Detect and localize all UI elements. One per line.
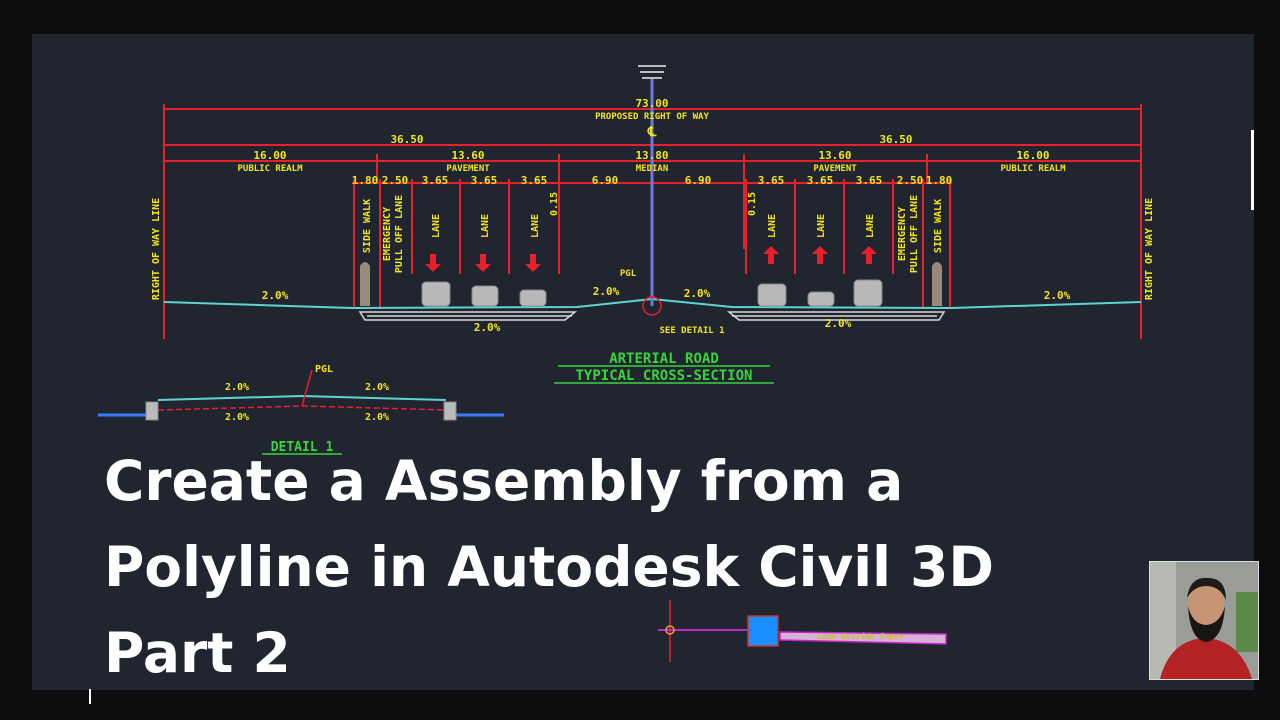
dim-sw-right: 1.80 (926, 174, 953, 187)
lane-label: LANE (767, 214, 778, 238)
dim-lane2-right: 3.65 (807, 174, 834, 187)
dim-ep-right: 2.50 (897, 174, 924, 187)
dim-median: 13.80 (635, 149, 668, 162)
dim-public-left: 16.00 (253, 149, 286, 162)
centerline-symbol: ℄ (647, 125, 657, 140)
dim-half-right: 36.50 (879, 133, 912, 146)
dim-total: 73.00 (635, 97, 668, 110)
title-line-1: Create a Assembly from a (104, 449, 904, 513)
detail-slope: 2.0% (225, 412, 249, 423)
detail-slope: 2.0% (365, 412, 389, 423)
detail-slope: 2.0% (225, 382, 249, 393)
dim-lane1-left: 3.65 (422, 174, 449, 187)
dim-curb-right: 0.15 (747, 192, 758, 216)
emergency-right: EMERGENCY (897, 207, 908, 261)
title-line-3: Part 2 (104, 621, 291, 685)
slope-label: 2.0% (474, 321, 501, 334)
lane-label: LANE (816, 214, 827, 238)
dim-lane2-left: 3.65 (471, 174, 498, 187)
proposed-row-label: PROPOSED RIGHT OF WAY (595, 112, 709, 122)
detail-title: DETAIL 1 (271, 440, 334, 455)
pull-off-left: PULL OFF LANE (394, 195, 405, 273)
pgl-label: PGL (620, 269, 637, 279)
dim-sw-left: 1.80 (352, 174, 379, 187)
side-walk-left: SIDE WALK (362, 199, 373, 253)
assembly-label: Lane Outside Super (817, 631, 904, 641)
webcam-presenter (1149, 561, 1259, 680)
section-title-2: TYPICAL CROSS-SECTION (575, 368, 752, 384)
lane-label: LANE (530, 214, 541, 238)
emergency-left: EMERGENCY (382, 207, 393, 261)
slope-label: 2.0% (262, 289, 289, 302)
text-cursor (89, 689, 91, 704)
dim-pavement-right: 13.60 (818, 149, 851, 162)
pull-off-right: PULL OFF LANE (909, 195, 920, 273)
slope-label: 2.0% (684, 287, 711, 300)
drawing-canvas[interactable]: 73.00 PROPOSED RIGHT OF WAY ℄ 36.50 36.5… (32, 34, 1254, 690)
pavement-left: PAVEMENT (446, 164, 490, 174)
slope-label: 2.0% (1044, 289, 1071, 302)
section-title-1: ARTERIAL ROAD (609, 351, 719, 367)
slope-label: 2.0% (593, 285, 620, 298)
public-realm-right: PUBLIC REALM (1000, 164, 1066, 174)
dim-half-left: 36.50 (390, 133, 423, 146)
dim-ep-left: 2.50 (382, 174, 409, 187)
row-line-left: RIGHT OF WAY LINE (151, 198, 162, 300)
presenter-avatar (1150, 562, 1258, 679)
cross-section-drawing[interactable]: 73.00 PROPOSED RIGHT OF WAY ℄ 36.50 36.5… (32, 34, 1254, 690)
lane-label: LANE (431, 214, 442, 238)
public-realm-left: PUBLIC REALM (237, 164, 303, 174)
dim-lane3-left: 3.65 (521, 174, 548, 187)
dim-curb-left: 0.15 (549, 192, 560, 216)
lane-label: LANE (480, 214, 491, 238)
detail-slope: 2.0% (365, 382, 389, 393)
video-title: Create a Assembly from a Polyline in Aut… (104, 438, 1004, 690)
dim-lane3-right: 3.65 (856, 174, 883, 187)
dim-median-left: 6.90 (592, 174, 619, 187)
detail-pgl-label: PGL (315, 364, 333, 375)
dim-public-right: 16.00 (1016, 149, 1049, 162)
side-walk-right: SIDE WALK (933, 199, 944, 253)
dim-pavement-left: 13.60 (451, 149, 484, 162)
median-label: MEDIAN (636, 164, 669, 174)
assembly-marker[interactable] (747, 615, 779, 647)
see-detail-label: SEE DETAIL 1 (659, 326, 724, 336)
dim-lane1-right: 3.65 (758, 174, 785, 187)
slope-label: 2.0% (825, 317, 852, 330)
title-line-2: Polyline in Autodesk Civil 3D (104, 535, 995, 599)
row-line-right: RIGHT OF WAY LINE (1144, 198, 1155, 300)
dim-median-right: 6.90 (685, 174, 712, 187)
scrollbar-thumb[interactable] (1251, 130, 1254, 210)
lane-label: LANE (865, 214, 876, 238)
pavement-right: PAVEMENT (813, 164, 857, 174)
